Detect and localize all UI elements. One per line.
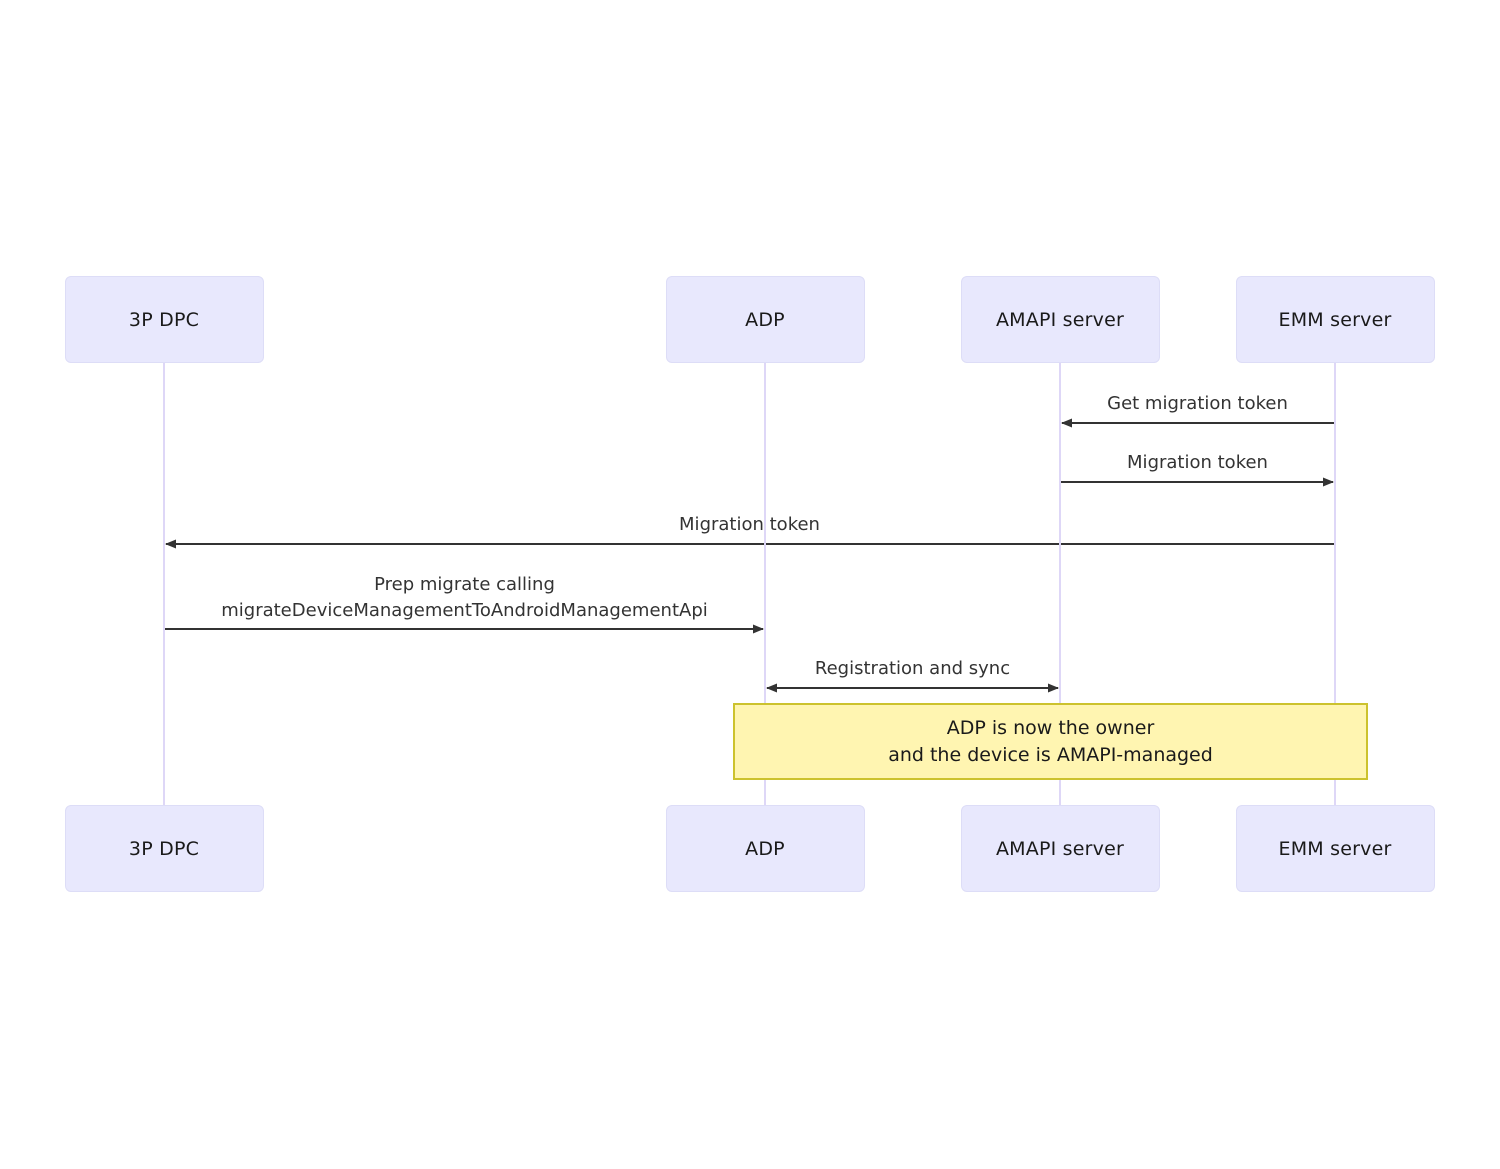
- lifeline-adp: [764, 363, 766, 805]
- lifeline-emm: [1334, 363, 1336, 805]
- participant-label: 3P DPC: [128, 308, 200, 331]
- message-label-line: migrateDeviceManagementToAndroidManageme…: [221, 600, 708, 621]
- message-label-line: Get migration token: [1107, 393, 1288, 414]
- message-label-m1: Get migration token: [448, 391, 1500, 417]
- participant-label: ADP: [745, 837, 785, 860]
- message-label-line: Prep migrate calling: [374, 574, 555, 595]
- participant-bottom-adp[interactable]: ADP: [665, 805, 865, 892]
- participant-label: ADP: [745, 308, 785, 331]
- message-label-m2: Migration token: [448, 450, 1500, 476]
- message-label-line: Registration and sync: [814, 658, 1011, 679]
- participant-bottom-emm[interactable]: EMM server: [1235, 805, 1435, 892]
- participant-top-adp[interactable]: ADP: [665, 276, 865, 363]
- participant-bottom-amapi[interactable]: AMAPI server: [960, 805, 1160, 892]
- participant-top-dpc[interactable]: 3P DPC: [64, 276, 264, 363]
- participant-top-amapi[interactable]: AMAPI server: [960, 276, 1160, 363]
- participant-bottom-dpc[interactable]: 3P DPC: [64, 805, 264, 892]
- participant-label: AMAPI server: [995, 308, 1125, 331]
- participant-label: AMAPI server: [995, 837, 1125, 860]
- message-label-line: Migration token: [679, 514, 820, 535]
- lifeline-dpc: [163, 363, 165, 805]
- participant-label: EMM server: [1278, 837, 1392, 860]
- message-label-line: Migration token: [1127, 452, 1268, 473]
- participant-label: 3P DPC: [128, 837, 200, 860]
- lifeline-amapi: [1059, 363, 1061, 805]
- message-label-m4: Prep migrate calling migrateDeviceManagem…: [0, 572, 1215, 624]
- message-label-m3: Migration token: [0, 512, 1500, 538]
- note-line: ADP is now the owner: [946, 716, 1155, 739]
- participant-top-emm[interactable]: EMM server: [1235, 276, 1435, 363]
- message-label-m5: Registration and sync: [163, 656, 1500, 682]
- note-line: and the device is AMAPI-managed: [888, 743, 1213, 766]
- participant-label: EMM server: [1278, 308, 1392, 331]
- note-n1: ADP is now the owner and the device is AM…: [733, 703, 1368, 780]
